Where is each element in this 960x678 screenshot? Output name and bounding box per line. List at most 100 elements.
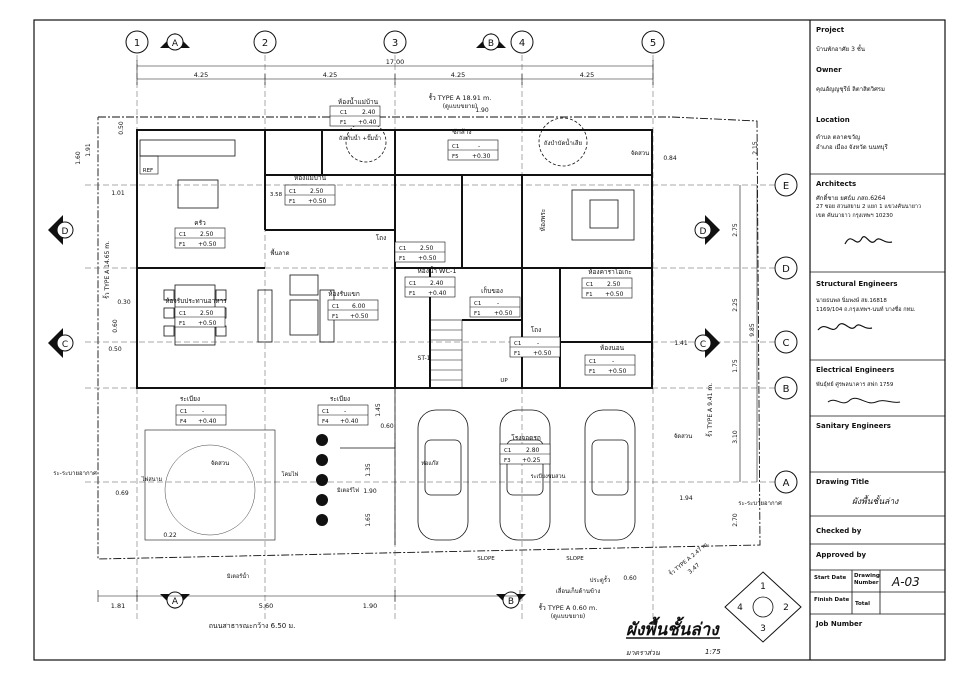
kitchen-island bbox=[177, 179, 219, 209]
dimension-misc: 0.50 bbox=[108, 346, 122, 353]
gas-label: ท่อแก๊ส bbox=[421, 460, 439, 467]
room-size: - bbox=[612, 358, 614, 365]
room-level: +0.50 bbox=[308, 198, 327, 205]
dimension-misc: 1.60 bbox=[75, 151, 82, 165]
owner-value: คุณอัญญชุรีย์ ลิตาสิตวิศรม bbox=[816, 86, 885, 93]
dimension-top-3: 4.25 bbox=[451, 71, 465, 79]
room-size: 2.40 bbox=[430, 280, 444, 287]
room-floor: F1 bbox=[289, 199, 296, 205]
room-level: +0.50 bbox=[350, 313, 369, 320]
room-level: +0.40 bbox=[198, 418, 217, 425]
section-label: D bbox=[62, 227, 69, 237]
room-code: C1 bbox=[409, 281, 416, 287]
room-code: C1 bbox=[289, 189, 296, 195]
dimension-misc: 1.65 bbox=[365, 513, 372, 527]
room-name: ระเบียง bbox=[330, 395, 350, 403]
section-label: B bbox=[488, 39, 494, 49]
keymap-label: 4 bbox=[737, 603, 743, 613]
section-marker-a-bottom: A bbox=[160, 591, 190, 609]
electrical-label: Electrical Engineers bbox=[816, 366, 895, 374]
room-code: C1 bbox=[474, 301, 481, 307]
section-marker-c-left: C bbox=[48, 328, 74, 358]
architects-line1: ศักดิ์ชาย ยศธ์ม ภสถ.6264 bbox=[816, 195, 886, 202]
grid-bubble-row-c: C bbox=[774, 330, 798, 354]
section-marker-b-top: B bbox=[476, 33, 506, 51]
room-floor: F4 bbox=[322, 419, 329, 425]
room-size: - bbox=[202, 408, 204, 415]
grid-bubble-row-a: A bbox=[774, 470, 798, 494]
bottom-dimension-line bbox=[97, 590, 521, 602]
room-floor: F1 bbox=[179, 242, 186, 248]
section-label: D bbox=[700, 227, 707, 237]
room-size: 2.50 bbox=[607, 281, 621, 288]
grid-label: B bbox=[783, 384, 790, 395]
structural-line2: 1169/104 ถ.กรุงเทพฯ-นนท์ บางซื่อ กทม. bbox=[816, 307, 916, 313]
room-floor: F1 bbox=[514, 351, 521, 357]
stair-label: ST-1 bbox=[418, 355, 431, 362]
dimension-misc: 2.70 bbox=[732, 513, 739, 527]
dimension-misc: 1.90 bbox=[475, 107, 489, 114]
room-floor: F1 bbox=[179, 321, 186, 327]
section-marker-d-right: D bbox=[694, 215, 720, 245]
top-dimension-line bbox=[136, 60, 654, 85]
grid-label: C bbox=[783, 338, 790, 349]
slope-label: SLOPE bbox=[477, 556, 495, 562]
room-floor: F1 bbox=[409, 291, 416, 297]
dimension-misc: 1.94 bbox=[679, 495, 693, 502]
job-number-label: Job Number bbox=[816, 620, 863, 628]
room-code: C1 bbox=[514, 341, 521, 347]
grid-label: D bbox=[782, 264, 790, 275]
room-level: +0.40 bbox=[358, 119, 377, 126]
dimension-misc: 2.15 bbox=[752, 141, 759, 155]
fence-type-bottom-sub: (ดูแบบขยาย) bbox=[551, 613, 586, 620]
dimension-misc: 3.47 bbox=[687, 562, 702, 576]
section-marker-b-bottom: B bbox=[496, 591, 526, 609]
fence-type-top-sub: (ดูแบบขยาย) bbox=[443, 103, 478, 110]
owner-label: Owner bbox=[816, 66, 842, 74]
room-name: ห้องนอน bbox=[600, 344, 625, 352]
shrub-row bbox=[316, 434, 328, 526]
scale-value: 1:75 bbox=[705, 648, 721, 656]
up-label: UP bbox=[500, 378, 508, 384]
section-label: C bbox=[700, 340, 706, 350]
septic-tank-circle bbox=[538, 117, 588, 167]
electrical-line1: พันธุ์ทย์ ศูรพลนาคาร สฟก 1759 bbox=[816, 382, 894, 388]
room-size: 2.50 bbox=[200, 310, 214, 317]
room-name: โรงจอดรถ bbox=[511, 434, 541, 442]
keymap-label: 1 bbox=[760, 582, 766, 592]
title-block-lines bbox=[810, 173, 945, 615]
room-level: +0.40 bbox=[340, 418, 359, 425]
room-floor: F1 bbox=[474, 311, 481, 317]
fence-type-top: รั้ว TYPE A 18.91 m. bbox=[429, 93, 492, 102]
approved-label: Approved by bbox=[816, 551, 867, 559]
floor-label: พื้นลาด bbox=[270, 247, 289, 257]
water-meter-label: มิเตอร์น้ำ bbox=[227, 572, 250, 580]
architects-line2: 27 ซอย สวนสยาม 2 แยก 1 แขวงคันนายาว bbox=[816, 204, 922, 210]
room-name: ครัว bbox=[194, 219, 206, 227]
room-name: ห้องรับประทานอาหาร bbox=[165, 297, 227, 305]
grid-bubble-col-3: 3 bbox=[383, 30, 407, 54]
section-label: C bbox=[62, 340, 68, 350]
slope-label: SLOPE bbox=[566, 556, 584, 562]
room-name: ระเบียง bbox=[180, 395, 200, 403]
dimension-misc: 1.45 bbox=[375, 403, 382, 417]
room-name: ห้องน้ำแม่บ้าน bbox=[338, 97, 379, 106]
water-tank-circle bbox=[345, 121, 387, 163]
sheet-number: A-03 bbox=[892, 575, 920, 589]
dimension-misc: 0.60 bbox=[380, 423, 394, 430]
room-name: ห้องรับแขก bbox=[328, 290, 360, 298]
drain-left-label: ระ-ระบายอากาศ bbox=[53, 470, 97, 477]
room-code: C1 bbox=[452, 144, 459, 150]
section-marker-d-left: D bbox=[48, 215, 74, 245]
scale-label: มาตราส่วน bbox=[626, 649, 660, 657]
fridge bbox=[139, 155, 159, 175]
room-name: ห้องแม่บ้าน bbox=[294, 174, 327, 182]
project-label: Project bbox=[816, 26, 845, 34]
